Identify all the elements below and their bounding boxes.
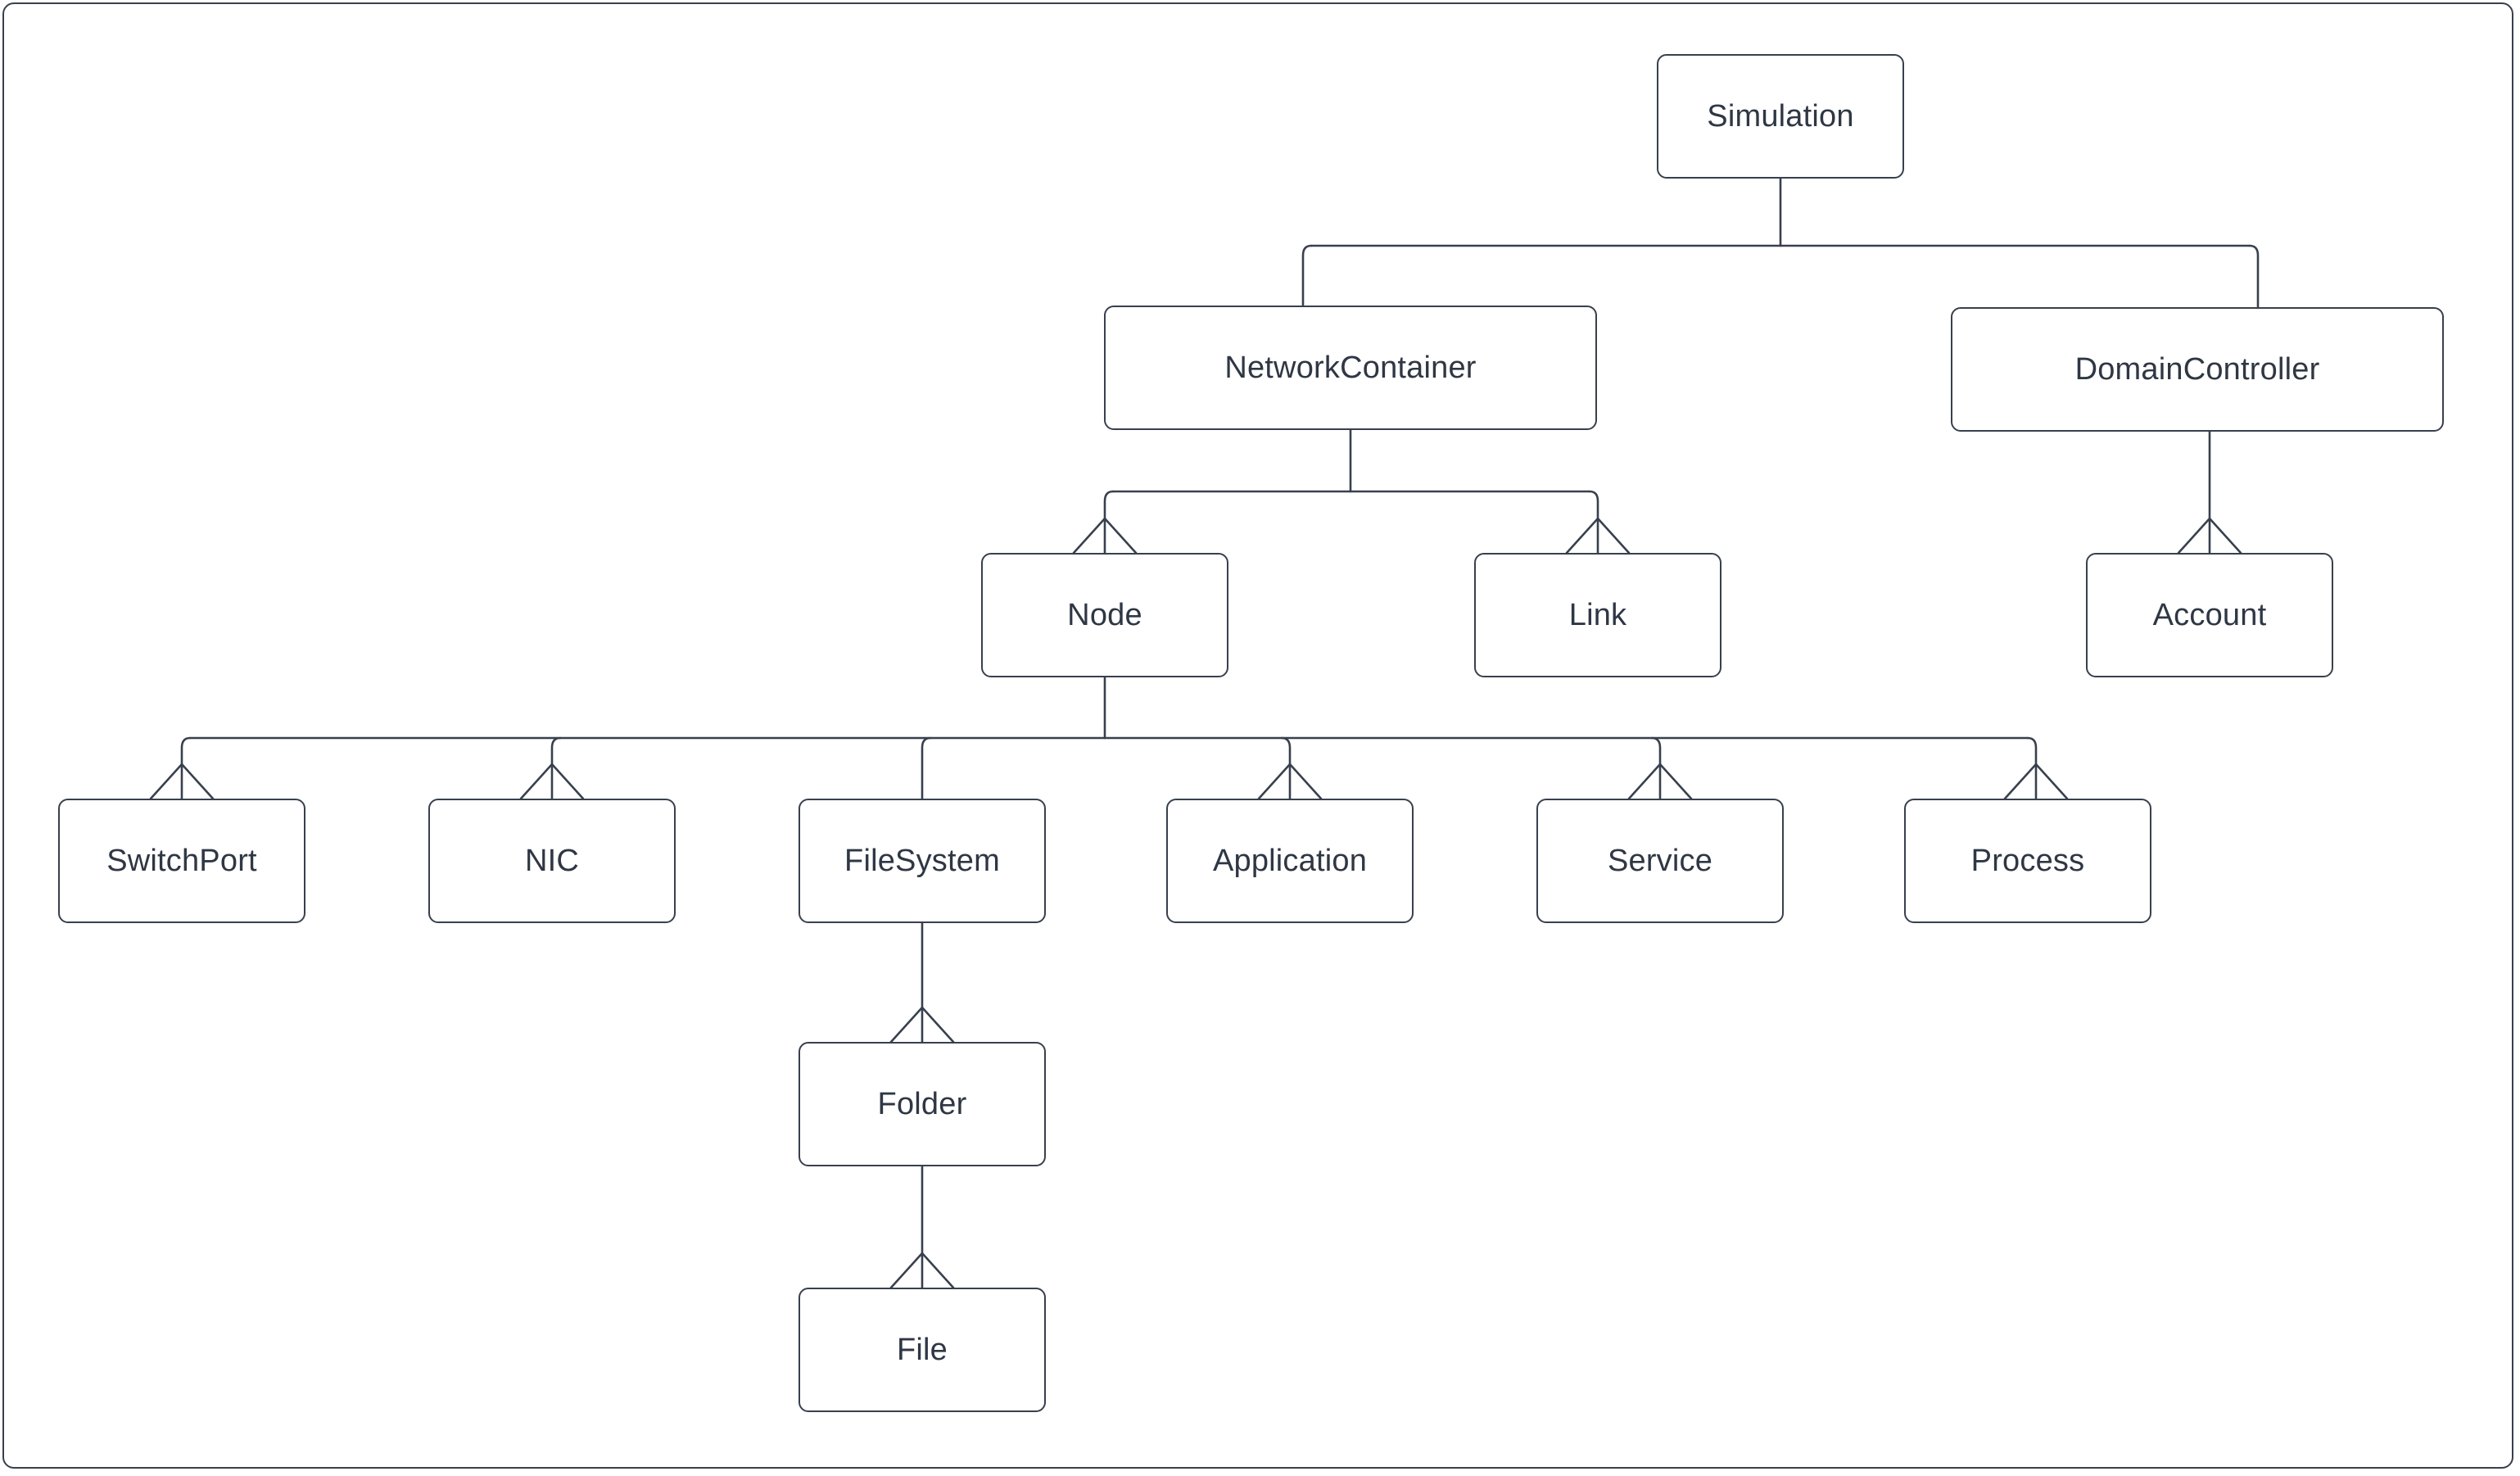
class-node-node[interactable]: Node (981, 553, 1228, 677)
class-node-networkcontainer[interactable]: NetworkContainer (1104, 306, 1597, 430)
class-node-label: Account (2152, 598, 2267, 632)
class-node-label: Simulation (1707, 99, 1854, 134)
class-node-label: File (896, 1333, 948, 1367)
class-node-label: FileSystem (844, 844, 1000, 878)
class-node-account[interactable]: Account (2086, 553, 2333, 677)
class-node-label: Service (1607, 844, 1713, 878)
class-node-simulation[interactable]: Simulation (1657, 54, 1904, 179)
class-node-label: Folder (877, 1087, 967, 1121)
class-node-label: Application (1212, 844, 1368, 878)
class-node-link[interactable]: Link (1474, 553, 1721, 677)
class-node-filesystem[interactable]: FileSystem (799, 799, 1046, 923)
class-node-nic[interactable]: NIC (428, 799, 676, 923)
class-node-application[interactable]: Application (1166, 799, 1414, 923)
class-node-file[interactable]: File (799, 1288, 1046, 1412)
class-node-label: NIC (524, 844, 580, 878)
class-node-folder[interactable]: Folder (799, 1042, 1046, 1166)
class-node-label: SwitchPort (106, 844, 257, 878)
class-node-switchport[interactable]: SwitchPort (58, 799, 305, 923)
class-node-label: NetworkContainer (1224, 351, 1477, 385)
class-node-label: DomainController (2074, 352, 2320, 387)
class-node-process[interactable]: Process (1904, 799, 2151, 923)
class-node-label: Link (1568, 598, 1627, 632)
class-node-service[interactable]: Service (1536, 799, 1784, 923)
class-node-label: Node (1067, 598, 1142, 632)
class-node-domaincontroller[interactable]: DomainController (1951, 307, 2444, 432)
class-node-label: Process (1970, 844, 2085, 878)
